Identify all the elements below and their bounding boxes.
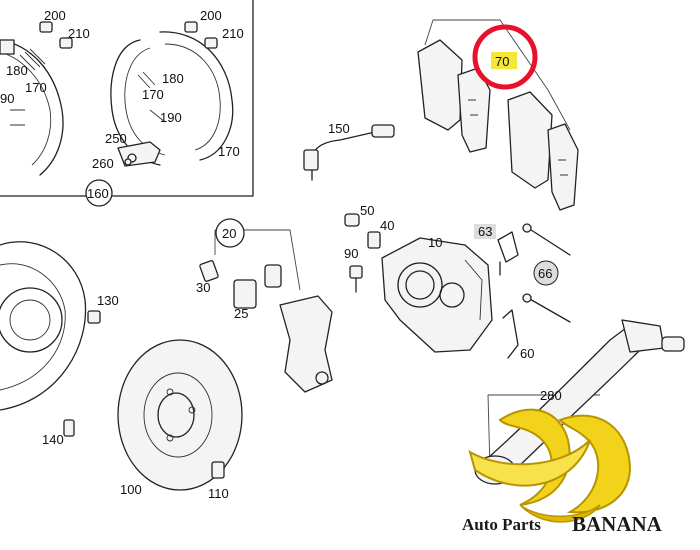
callout-10: 10	[428, 235, 442, 250]
banana-peel-right	[558, 414, 632, 514]
callout-180a: 180	[6, 63, 28, 78]
spring-clip-63	[497, 231, 519, 276]
spring-clip-60	[502, 309, 519, 359]
callout-130: 130	[97, 293, 119, 308]
left-spring-cap-2	[59, 37, 73, 49]
callout-20-circle	[215, 218, 245, 248]
banana-logo	[468, 408, 632, 523]
callout-210a: 210	[68, 26, 90, 41]
disc-outer	[117, 339, 243, 491]
callout-50: 50	[360, 203, 374, 218]
screw-130	[87, 310, 101, 324]
callout-60: 60	[520, 346, 534, 361]
highlighted-callout-70[interactable]	[472, 24, 538, 90]
left-spring	[19, 48, 46, 71]
bleeder-cap-50	[344, 213, 360, 227]
adjuster-nut-260	[124, 158, 132, 166]
callout-250: 250	[105, 131, 127, 146]
left-brake-shoe	[0, 39, 64, 176]
pad-outer-1	[417, 39, 463, 131]
bolt-90	[349, 265, 363, 279]
callout-20: 20	[222, 226, 236, 241]
screw-110	[211, 461, 225, 479]
carrier-bracket	[279, 295, 333, 393]
callout-210b: 210	[222, 26, 244, 41]
caliper-body	[381, 237, 493, 353]
callout-90: 90	[344, 246, 358, 261]
callout-190b: 190	[160, 110, 182, 125]
watermark-text-left: Auto Parts	[462, 515, 541, 534]
callout-280: 280	[540, 388, 562, 403]
callout-260: 260	[92, 156, 114, 171]
callout-40: 40	[380, 218, 394, 233]
callout-200a: 200	[44, 8, 66, 23]
callout-180b: 180	[162, 71, 184, 86]
bolt-140	[63, 419, 75, 437]
dust-shield	[0, 241, 87, 411]
highlight-label-bg	[491, 52, 517, 69]
callout-170a: 170	[25, 80, 47, 95]
guide-25	[233, 279, 257, 309]
brake-disc-100	[117, 339, 243, 491]
bolt-30	[199, 260, 219, 282]
parking-brake-inset	[0, 0, 254, 197]
callout-90a: 90	[0, 91, 14, 106]
callout-66: 66	[538, 266, 552, 281]
hardware-clips	[497, 223, 571, 359]
callout-160-circle	[85, 179, 113, 207]
callout-150: 150	[328, 121, 350, 136]
callout-100: 100	[120, 482, 142, 497]
ball-joint	[661, 336, 685, 352]
pad-outer-2	[507, 91, 553, 189]
inset-border	[0, 0, 254, 197]
callout-labels: 200 210 180 170 90 200 210 180 170 190 1…	[0, 8, 562, 501]
callout-110: 110	[208, 486, 229, 501]
guide-pin-66a	[527, 227, 571, 256]
bleeder-valve-40	[367, 231, 381, 249]
callout-66-circle	[533, 260, 559, 286]
caliper-carrier-20	[199, 229, 333, 393]
callout-170b: 170	[142, 87, 164, 102]
callout-30: 30	[196, 280, 210, 295]
highlight-ring	[472, 24, 538, 90]
watermark-text-right: BANANA	[572, 512, 663, 536]
callout-70[interactable]: 70	[495, 54, 509, 69]
wear-sensor-150	[303, 124, 395, 181]
callout-140: 140	[42, 432, 64, 447]
banana-fruit	[468, 439, 591, 487]
callout-170c: 170	[218, 144, 240, 159]
brake-pads-70	[417, 19, 579, 211]
left-spring-cap-1	[39, 21, 53, 33]
guide-pin-66b	[527, 297, 571, 323]
backing-plate	[0, 241, 101, 437]
brake-caliper-10	[344, 213, 493, 353]
callout-200b: 200	[200, 8, 222, 23]
right-brake-shoe-right	[159, 31, 234, 161]
callout-63: 63	[478, 224, 492, 239]
callout-25: 25	[234, 306, 248, 321]
watermark: Auto Parts BANANA	[462, 512, 663, 536]
callout-160: 160	[87, 186, 109, 201]
pad-inner-2	[547, 123, 579, 211]
